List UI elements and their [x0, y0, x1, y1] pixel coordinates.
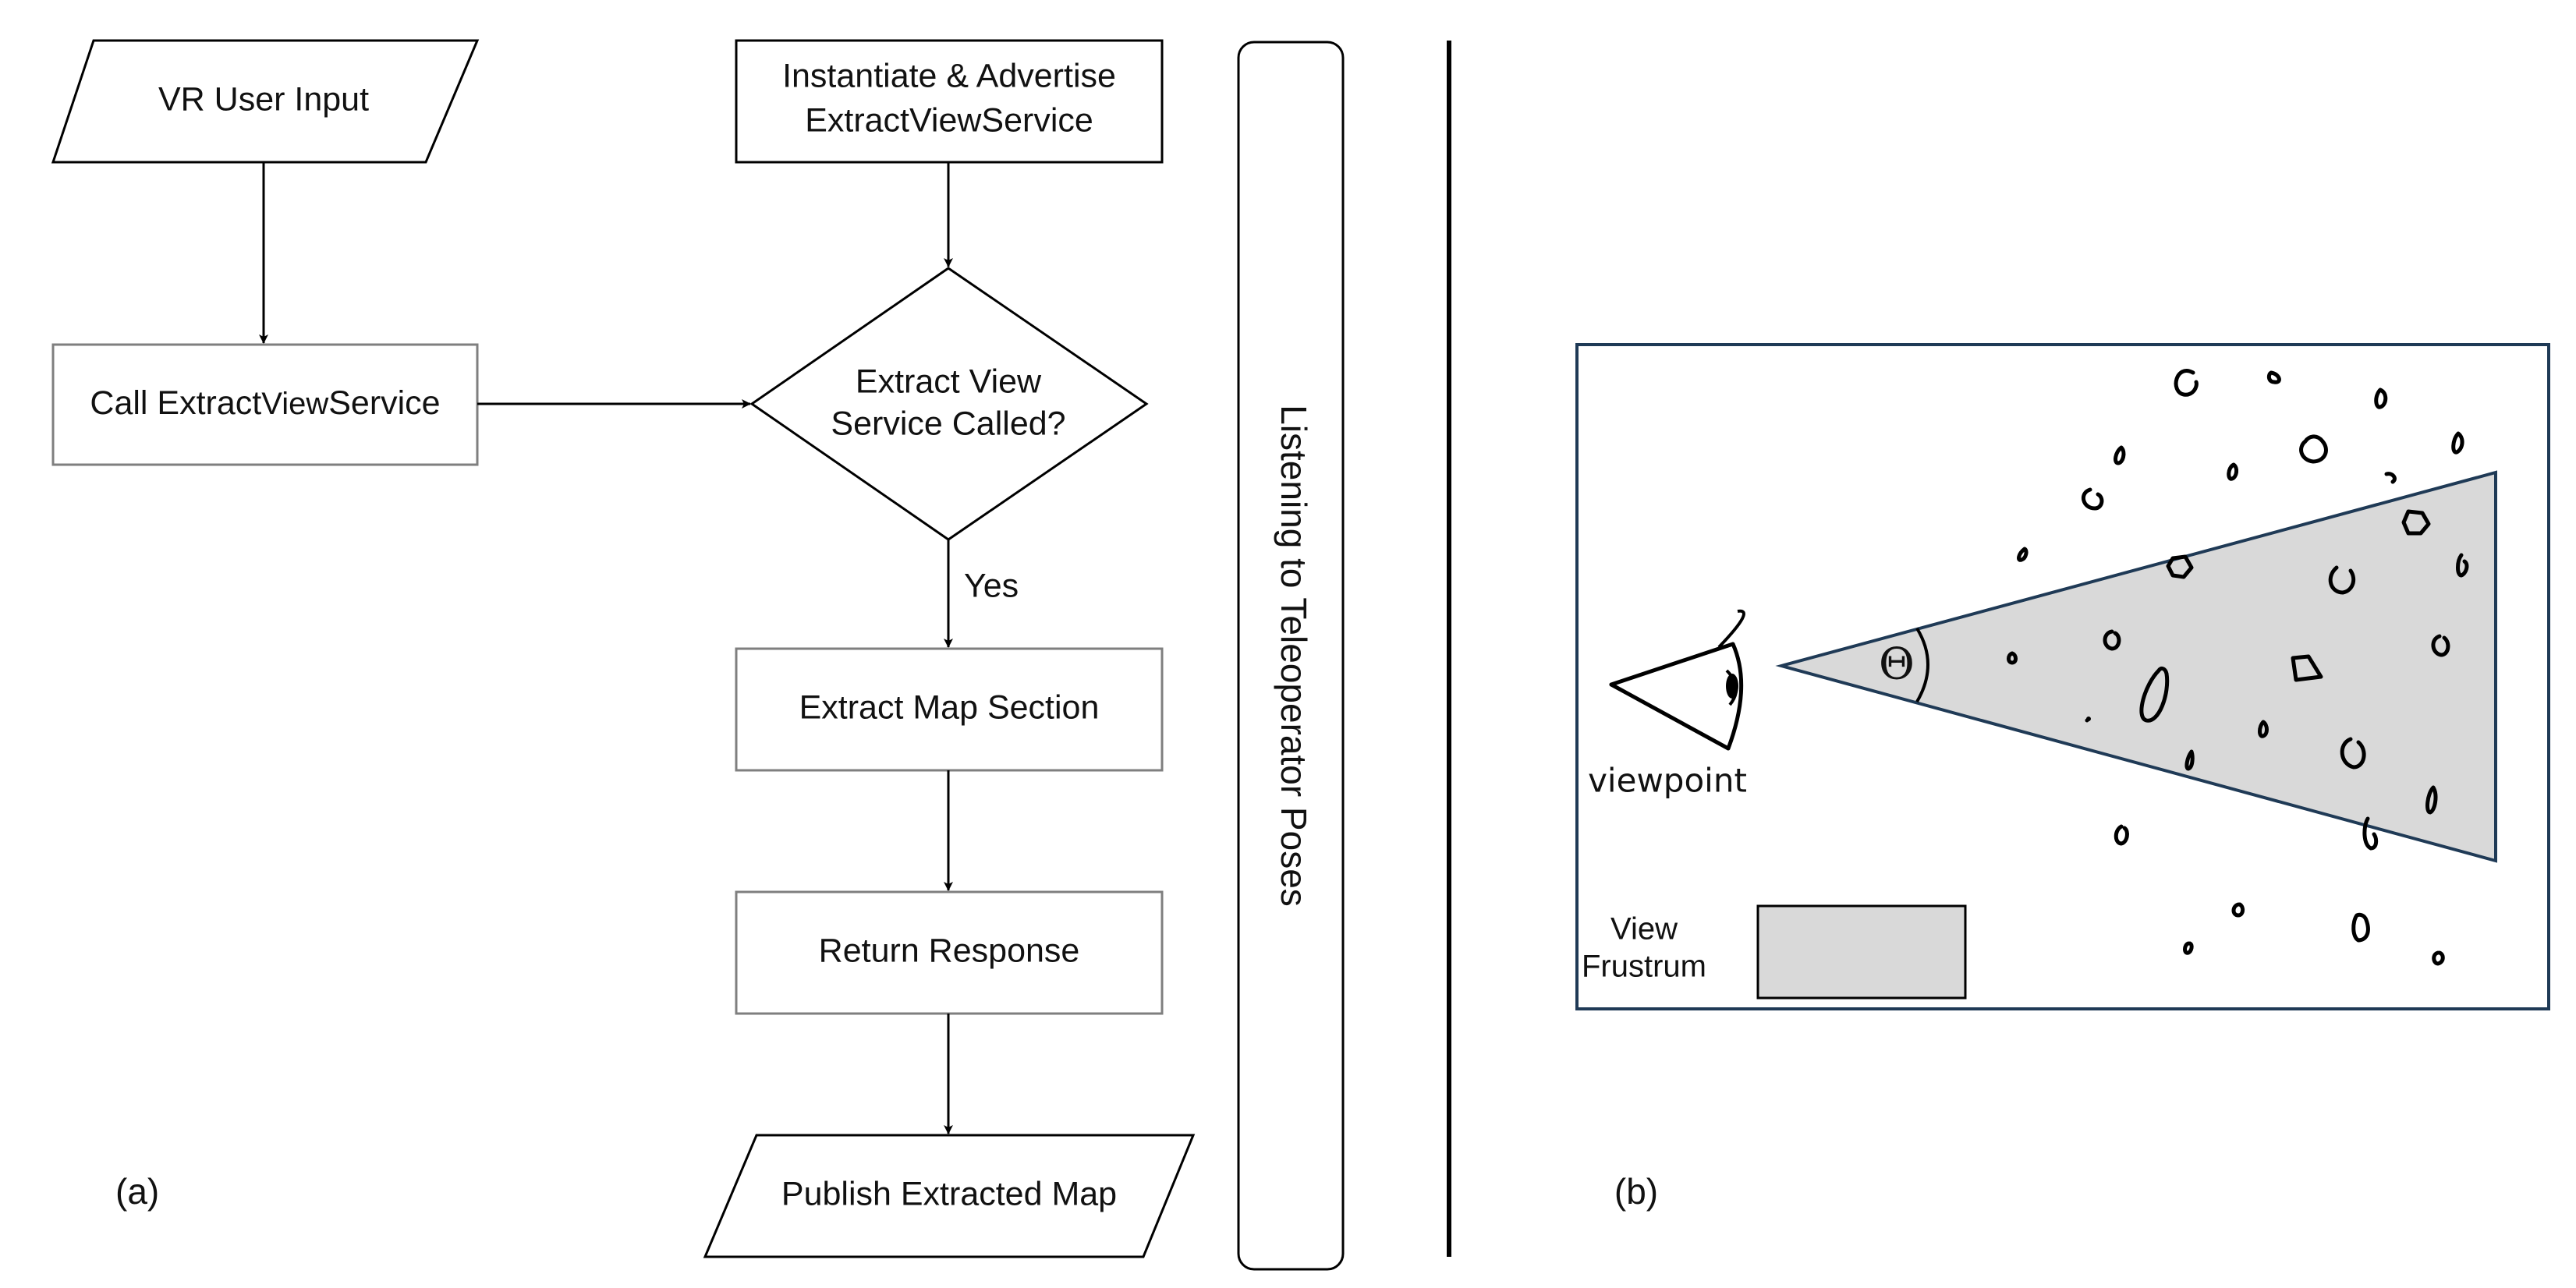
vr-user-input-label: VR User Input	[158, 80, 369, 118]
obstacle-blob	[2451, 431, 2464, 455]
obstacle-blob	[2299, 434, 2328, 464]
listening-poses-node: Listening to Teleoperator Poses	[1237, 41, 1345, 1271]
obstacle-blob	[2351, 912, 2370, 943]
obstacle-blob	[2007, 651, 2018, 665]
decision-label-line2: Service Called?	[831, 405, 1065, 442]
instantiate-label-line2: ExtractViewService	[805, 101, 1093, 139]
eye-icon	[1609, 609, 1745, 751]
obstacle-dot	[2086, 717, 2091, 721]
legend-label-line1: View	[1610, 912, 1678, 947]
obstacle-blob	[2139, 666, 2170, 723]
obstacle-blob	[2114, 824, 2129, 846]
obstacle-blob	[2184, 749, 2195, 771]
obstacle-blob	[2258, 720, 2269, 738]
obstacle-blob	[2166, 554, 2194, 579]
obstacle-blob	[2431, 634, 2450, 657]
obstacle-blob	[2328, 565, 2356, 595]
legend-label-line2: Frustrum	[1582, 950, 1706, 984]
instantiate-label-line1: Instantiate & Advertise	[782, 57, 1116, 94]
view-frustum-shape	[1775, 470, 2497, 863]
listening-poses-label: Listening to Teleoperator Poses	[1274, 405, 1314, 907]
decision-label-line1: Extract View	[856, 363, 1042, 400]
obstacle-blob	[2183, 941, 2194, 955]
obstacle-blob	[2432, 950, 2445, 966]
call-service-label: Call ExtractViewService	[90, 384, 440, 422]
obstacle-blob	[2082, 487, 2104, 511]
publish-extracted-map-node: Publish Extracted Map	[703, 1134, 1196, 1258]
obstacle-blob	[2103, 629, 2121, 651]
theta-symbol: Θ	[1879, 639, 1915, 690]
obstacle-blob	[2291, 654, 2323, 682]
obstacle-blob	[2384, 472, 2397, 484]
obstacle-points	[2007, 369, 2469, 966]
panel-a-label: (a)	[115, 1171, 159, 1212]
return-response-label: Return Response	[819, 932, 1080, 969]
legend-swatch	[1756, 904, 1967, 1000]
obstacle-blob	[2227, 462, 2239, 481]
obstacle-blob	[2401, 509, 2431, 536]
frustum-panel: Θ viewpoint View Frustrum	[1575, 343, 2550, 1212]
flowchart-panel: VR User Input Call ExtractViewService In…	[51, 39, 1345, 1271]
service-called-decision: Extract View Service Called?	[749, 267, 1149, 541]
obstacle-blob	[2231, 902, 2245, 918]
theta-arc	[1915, 627, 1929, 703]
extract-map-section-label: Extract Map Section	[799, 688, 1100, 726]
extract-map-section-node: Extract Map Section	[735, 647, 1164, 772]
obstacle-blob	[2362, 816, 2379, 851]
vr-user-input-node: VR User Input	[51, 39, 480, 164]
obstacle-blob	[2114, 445, 2126, 465]
obstacle-blob	[2425, 785, 2438, 815]
yes-label: Yes	[964, 567, 1019, 604]
panel-b-label: (b)	[1614, 1171, 1658, 1212]
obstacle-blob	[2340, 737, 2366, 770]
obstacle-blob	[2456, 553, 2469, 578]
call-service-node: Call ExtractViewService	[51, 343, 479, 466]
obstacle-blob	[2174, 369, 2199, 397]
obstacle-blob	[2374, 387, 2388, 409]
viewpoint-label: viewpoint	[1588, 762, 1747, 800]
obstacle-blob	[2017, 547, 2029, 562]
instantiate-service-node: Instantiate & Advertise ExtractViewServi…	[735, 39, 1164, 164]
obstacle-blob	[2266, 370, 2281, 384]
publish-extracted-map-label: Publish Extracted Map	[781, 1175, 1117, 1212]
return-response-node: Return Response	[735, 890, 1164, 1015]
